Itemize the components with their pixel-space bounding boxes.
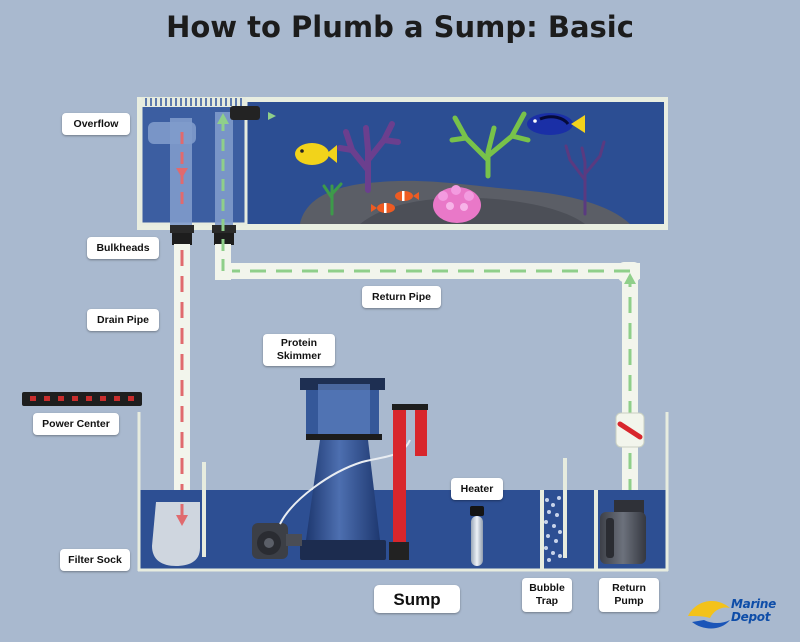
logo-line2: Depot — [731, 610, 771, 624]
yellow-fish-icon — [295, 143, 337, 165]
label-sump: Sump — [374, 585, 460, 613]
return-pump-icon — [600, 500, 646, 564]
label-power-center: Power Center — [33, 413, 119, 435]
heater-icon — [470, 506, 484, 566]
bubble-trap-icon — [544, 496, 562, 562]
marine-depot-logo — [688, 601, 730, 629]
power-strip-icon — [22, 392, 142, 406]
label-overflow: Overflow — [62, 113, 130, 135]
label-bulkheads: Bulkheads — [87, 237, 159, 259]
logo-line1: Marine — [731, 597, 776, 611]
label-drain-pipe: Drain Pipe — [87, 309, 159, 331]
blue-fish-icon — [527, 113, 585, 135]
green-coral-icon — [449, 111, 531, 179]
pink-anemone-icon — [433, 185, 481, 223]
seaweed-icon — [322, 182, 343, 216]
clownfish-icon — [371, 191, 419, 213]
logo-text: Marine Depot — [731, 598, 776, 624]
purple-coral-icon — [337, 121, 401, 193]
label-bubble-trap: Bubble Trap — [522, 578, 572, 612]
filter-sock-icon — [152, 502, 200, 566]
label-return-pump: Return Pump — [599, 578, 659, 612]
label-filter-sock: Filter Sock — [60, 549, 130, 571]
page-title: How to Plumb a Sump: Basic — [166, 10, 634, 44]
drain-pipe — [174, 132, 190, 529]
overflow-box — [139, 97, 260, 226]
protein-skimmer-icon — [252, 378, 428, 560]
fan-coral-icon — [564, 140, 606, 216]
return-pipe — [215, 112, 645, 505]
label-protein-skimmer: Protein Skimmer — [263, 334, 335, 366]
label-return-pipe: Return Pipe — [362, 286, 441, 308]
label-heater: Heater — [451, 478, 503, 500]
